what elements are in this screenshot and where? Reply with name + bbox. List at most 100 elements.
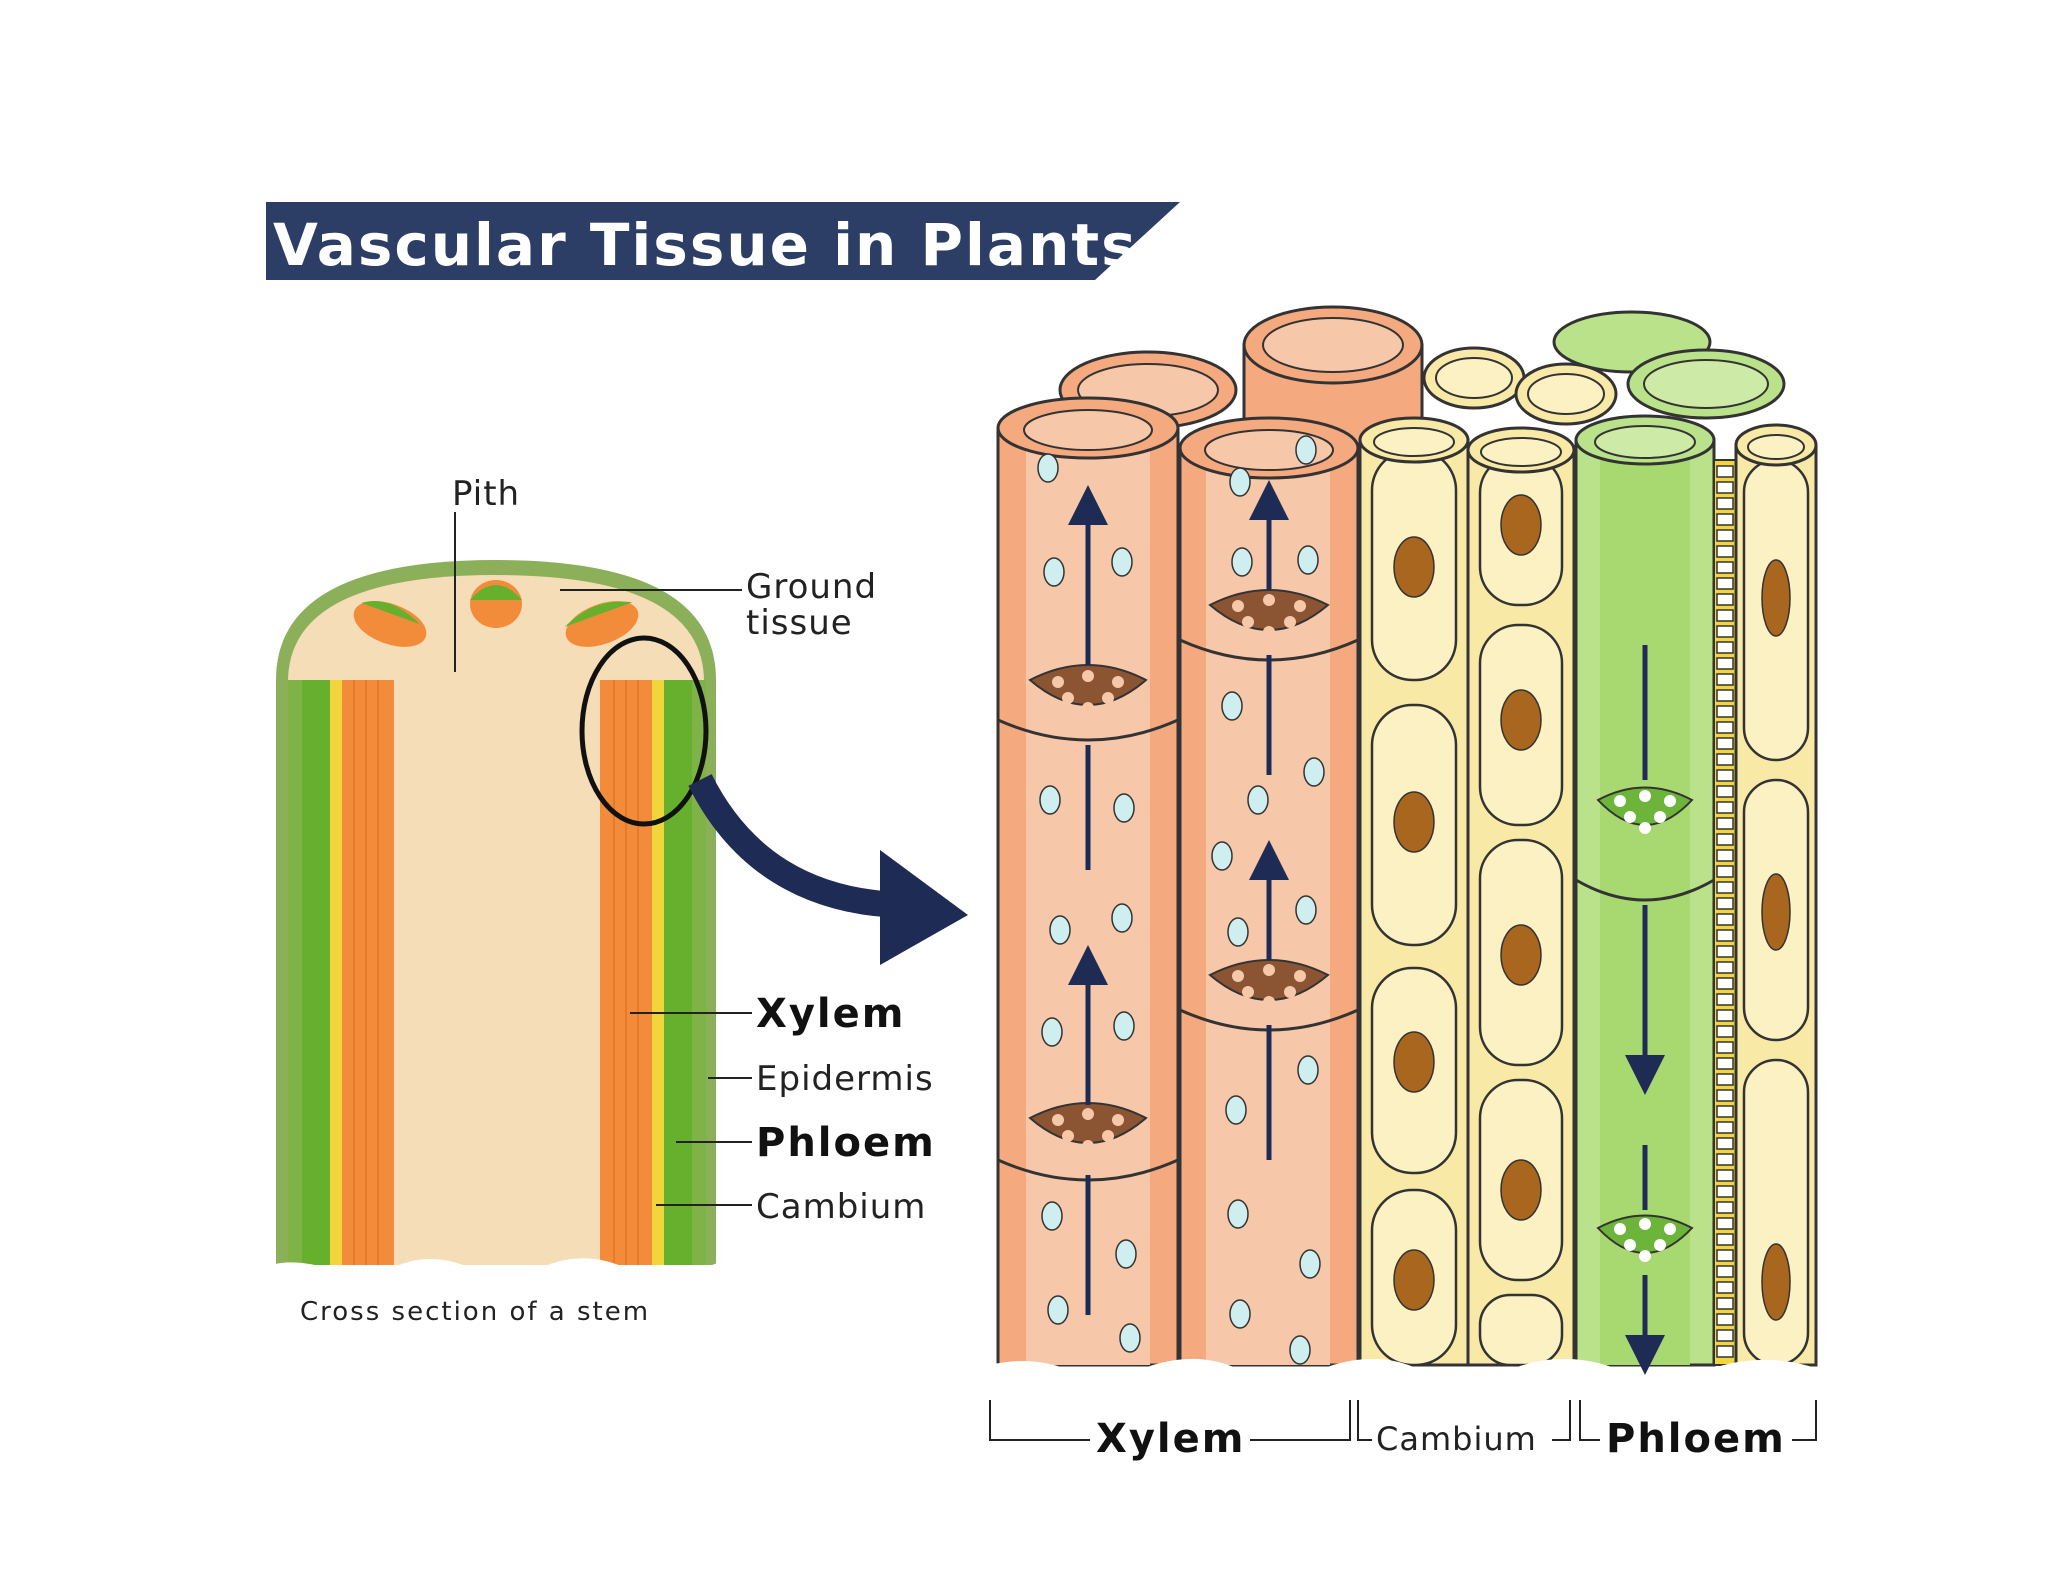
xylem-bracket-right (1250, 1400, 1351, 1441)
ladder-rung (1716, 1169, 1734, 1182)
ladder-rung (1716, 1201, 1734, 1214)
ladder-rung (1716, 1009, 1734, 1022)
stripe-xylem-left (342, 680, 394, 1265)
xylem-stripe-lines-right (613, 680, 639, 1265)
ladder-rung (1716, 577, 1734, 590)
ladder-rung (1716, 913, 1734, 926)
stripe-cambium-right (652, 680, 664, 1265)
phloem-column (1574, 414, 1716, 1375)
tissue-torn-edge (990, 1358, 1822, 1400)
cambium-bracket-left (1357, 1400, 1372, 1441)
ladder-rung (1716, 1121, 1734, 1134)
ladder-rung (1716, 625, 1734, 638)
cambium-nuclei (1393, 494, 1542, 1311)
title-banner-shape (266, 202, 1180, 280)
xylem-flow-arrows (1068, 480, 1289, 1315)
label-epidermis: Epidermis (756, 1059, 934, 1099)
stem-caption: Cross section of a stem (300, 1297, 650, 1327)
ladder-rung (1716, 609, 1734, 622)
stripe-phloem-left (302, 680, 330, 1265)
ladder-rung (1716, 1057, 1734, 1070)
ladder-rung (1716, 769, 1734, 782)
bracket-label-xylem: Xylem (1096, 1416, 1245, 1462)
ladder-rung (1716, 465, 1734, 478)
ladder-rung (1716, 1265, 1734, 1278)
label-cambium: Cambium (756, 1187, 926, 1227)
ladder-rung (1716, 1249, 1734, 1262)
stripe-phloem-right (664, 680, 692, 1265)
ladder-rung (1716, 1185, 1734, 1198)
ladder-rung (1716, 1073, 1734, 1086)
xylem-columns (996, 396, 1360, 1367)
cambium-columns (1358, 416, 1576, 1367)
ladder-rung (1716, 1041, 1734, 1054)
xylem-plate (1208, 589, 1330, 638)
zoom-arrow-shaft (688, 774, 901, 918)
ladder-rung (1716, 513, 1734, 526)
zoom-arrow-head (880, 850, 968, 965)
cambium-cells (1370, 448, 1564, 1367)
xylem-plate (1028, 1102, 1148, 1152)
ladder-rung (1716, 1233, 1734, 1246)
xylem-stripe-lines-left (353, 680, 379, 1265)
ladder-rung (1716, 721, 1734, 734)
ladder-rung (1716, 1217, 1734, 1230)
page-title: Vascular Tissue in Plants (273, 211, 1138, 279)
label-ground-2: tissue (746, 603, 853, 643)
tissue-detail: Xylem Cambium Phloem (989, 305, 1822, 1462)
ladder-rung (1716, 817, 1734, 830)
phloem-bracket-right (1792, 1400, 1817, 1441)
ladder-rung (1716, 657, 1734, 670)
ladder-rung (1716, 897, 1734, 910)
label-phloem: Phloem (756, 1120, 936, 1166)
ladder-rung (1716, 945, 1734, 958)
ladder-rung (1716, 481, 1734, 494)
ladder-rung (1716, 881, 1734, 894)
ladder-rung (1716, 737, 1734, 750)
ladder-rung (1716, 977, 1734, 990)
ladder-rung (1716, 1025, 1734, 1038)
ladder-rung (1716, 753, 1734, 766)
xylem-pits (1037, 435, 1325, 1365)
phloem-bracket-left (1579, 1400, 1600, 1441)
cambium-bracket-right (1552, 1400, 1571, 1441)
ladder-rung (1716, 1313, 1734, 1326)
ladder-rung (1716, 865, 1734, 878)
ladder-rung (1716, 1105, 1734, 1118)
bottom-brackets: Xylem Cambium Phloem (989, 1400, 1817, 1462)
ladder-rung (1716, 785, 1734, 798)
bracket-label-phloem: Phloem (1606, 1416, 1786, 1462)
stem-illustration: Pith Ground tissue Xylem Epidermis Phloe… (270, 474, 968, 1327)
title-banner: Vascular Tissue in Plants (266, 202, 1180, 280)
phloem-plate (1596, 1214, 1694, 1262)
ladder-rung (1716, 673, 1734, 686)
ladder-rung (1716, 993, 1734, 1006)
ladder-rung (1716, 593, 1734, 606)
ladder-rung (1716, 1297, 1734, 1310)
ladder-rung (1716, 1345, 1734, 1358)
label-pith: Pith (452, 474, 520, 514)
ladder-rung (1716, 1329, 1734, 1342)
stripe-epidermis-left (288, 680, 302, 1265)
label-xylem: Xylem (756, 991, 905, 1037)
xylem-bracket-left (989, 1400, 1090, 1441)
ladder-rung (1716, 1137, 1734, 1150)
stem-pith (394, 680, 600, 1265)
ladder-rung (1716, 929, 1734, 942)
companion-column (1734, 423, 1818, 1367)
stripe-cambium-left (330, 680, 342, 1265)
stem-torn-edge (270, 1258, 720, 1300)
ladder-rung (1716, 497, 1734, 510)
ladder-rung (1716, 689, 1734, 702)
ladder-rung (1716, 833, 1734, 846)
ladder-rung (1716, 801, 1734, 814)
label-ground-1: Ground (746, 567, 877, 607)
xylem-plate (1208, 959, 1330, 1008)
ladder-rung (1716, 529, 1734, 542)
stem-top-ground-tissue (288, 575, 704, 682)
ladder-rung (1716, 561, 1734, 574)
ladder-rung (1716, 1153, 1734, 1166)
magnify-circle (579, 635, 709, 827)
phloem-plate (1596, 786, 1694, 834)
